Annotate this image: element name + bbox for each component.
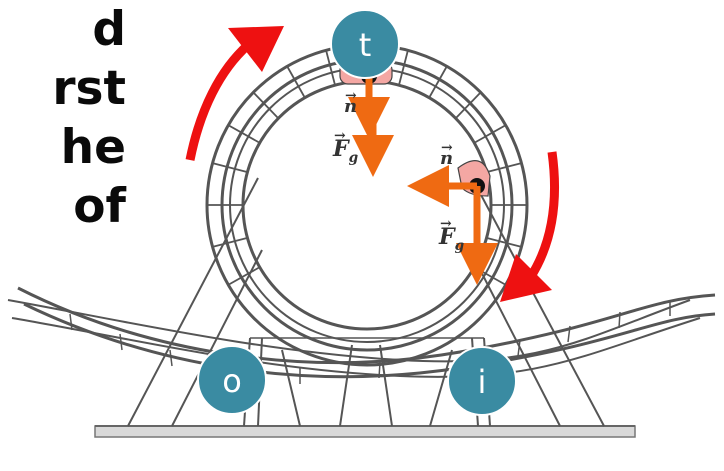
side-normal-label: → n [440, 140, 454, 169]
vector-arrow-icon: → [440, 216, 452, 232]
slide-text: d rst he of [0, 0, 150, 236]
marker-inner: i [447, 346, 517, 416]
vector-arrow-icon: → [441, 140, 453, 156]
top-gravity-label: → Fg [333, 128, 359, 166]
downward-arrowhead [500, 254, 552, 302]
downward-motion-arrow [526, 151, 559, 281]
motion-arrows [185, 26, 559, 302]
lower-tracks [7, 286, 716, 384]
top-normal-label: → n [344, 88, 358, 117]
marker-top-label: t [359, 26, 372, 64]
upward-arrowhead [228, 26, 284, 72]
slide-text-line: he [60, 120, 126, 175]
slide-text-line: of [73, 179, 126, 234]
force-arrows [348, 76, 498, 285]
marker-inner-label: i [478, 363, 487, 401]
upward-motion-arrow [185, 41, 252, 161]
side-gravity-label: → Fg [439, 216, 465, 254]
vector-arrow-icon: → [345, 88, 357, 104]
vector-arrow-icon: → [334, 128, 346, 144]
marker-top: t [330, 9, 400, 79]
ground-base [94, 425, 636, 438]
slide-text-line: d [92, 2, 126, 57]
marker-outer-label: o [222, 362, 242, 400]
slide-text-line: rst [52, 61, 126, 116]
marker-outer: o [197, 345, 267, 415]
